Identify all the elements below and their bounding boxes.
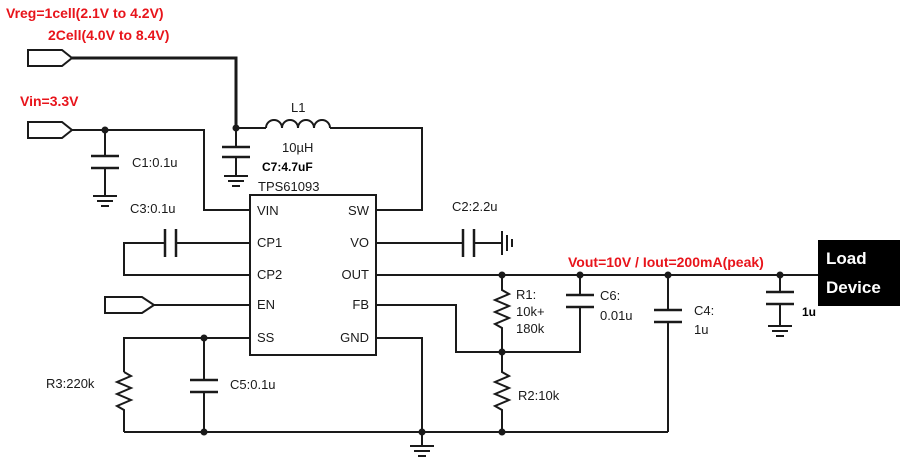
load-label-line2: Device: [826, 278, 881, 297]
pin-vo: VO: [350, 235, 369, 250]
junction-gnd-c5: [200, 428, 208, 436]
pin-cp2: CP2: [257, 267, 282, 282]
ic-name-label: TPS61093: [258, 179, 319, 194]
junction-gnd-main: [418, 428, 426, 436]
r1-label-line1: R1:: [516, 287, 536, 302]
junction-vreg: [232, 124, 240, 132]
inductor-l1: [265, 119, 331, 129]
r3-resistor: [114, 371, 134, 432]
vin-wire: [72, 129, 250, 211]
pin-cp1: CP1: [257, 235, 282, 250]
vreg-label-line1: Vreg=1cell(2.1V to 4.2V): [6, 5, 164, 21]
load-label-line1: Load: [826, 249, 867, 268]
fb-wire: [376, 304, 502, 353]
l1-value-label: 10µH: [282, 140, 313, 155]
c6-wire-bottom: [502, 307, 581, 353]
ground-symbol-cload: [768, 325, 792, 337]
ground-symbol-c7: [224, 175, 248, 187]
r1-label-line2: 10k+: [516, 304, 545, 319]
ic-body: [249, 194, 377, 356]
r3-label: R3:220k: [46, 376, 95, 391]
vout-label: Vout=10V / Iout=200mA(peak): [568, 254, 764, 270]
l1-right-wire: [330, 127, 423, 211]
pin-gnd: GND: [340, 330, 369, 345]
c4-label-line2: 1u: [694, 322, 708, 337]
pin-fb: FB: [352, 297, 369, 312]
pin-en: EN: [257, 297, 275, 312]
r2-resistor: [492, 352, 512, 432]
gnd-pin-wire: [376, 337, 423, 446]
ground-symbol-main: [410, 445, 434, 457]
c1-label: C1:0.1u: [132, 155, 178, 170]
r1-label-line3: 180k: [516, 321, 545, 336]
pin-out: OUT: [342, 267, 370, 282]
vin-connector: [27, 121, 74, 139]
en-connector: [104, 296, 156, 314]
c6-label-line1: C6:: [600, 288, 620, 303]
c2-label: C2:2.2u: [452, 199, 498, 214]
r2-label: R2:10k: [518, 388, 560, 403]
pin-ss: SS: [257, 330, 275, 345]
c7-label: C7:4.7uF: [262, 160, 313, 174]
vin-label: Vin=3.3V: [20, 93, 79, 109]
ss-wire: [123, 337, 250, 372]
load-device-box: [818, 240, 900, 306]
junction-gnd-r2: [498, 428, 506, 436]
cload-label: 1u: [802, 305, 816, 319]
vreg-wire: [72, 56, 238, 128]
c4-label-line1: C4:: [694, 303, 714, 318]
l1-name-label: L1: [291, 100, 305, 115]
c3-label: C3:0.1u: [130, 201, 176, 216]
c5-label: C5:0.1u: [230, 377, 276, 392]
pin-vin: VIN: [257, 203, 279, 218]
c3-loop-wire: [123, 242, 250, 276]
ground-symbol-c1: [93, 195, 117, 207]
pin-sw: SW: [348, 203, 370, 218]
vreg-label-line2: 2Cell(4.0V to 8.4V): [48, 27, 169, 43]
r1-resistor: [492, 275, 512, 352]
vreg-connector: [27, 49, 74, 67]
c6-label-line2: 0.01u: [600, 308, 633, 323]
ground-symbol-c2: [501, 231, 513, 255]
